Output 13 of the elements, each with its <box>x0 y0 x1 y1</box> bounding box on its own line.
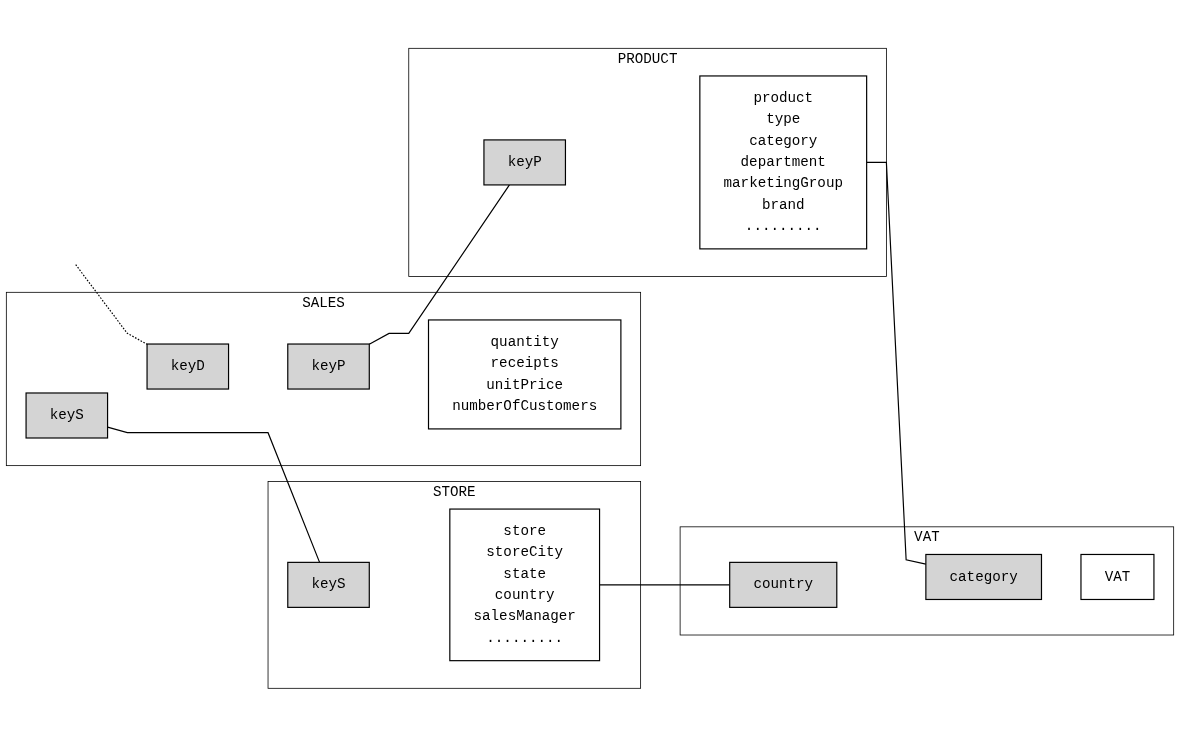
node-box: product type category department marketingGroup brand ......... <box>699 75 868 250</box>
connector <box>75 263 148 345</box>
node-box: category <box>925 553 1043 600</box>
node-box: keyP <box>287 343 370 390</box>
node-box: quantity receipts unitPrice numberOfCustomers <box>427 319 622 430</box>
node-box: VAT <box>1080 553 1155 600</box>
node-box: keyS <box>287 561 370 608</box>
node-box: keyD <box>146 343 230 390</box>
node-box: keyS <box>25 392 109 439</box>
connector <box>368 184 510 345</box>
node-box: store storeCity state country salesManager ......... <box>449 508 601 661</box>
node-box: keyP <box>483 139 567 186</box>
node-box: country <box>729 561 838 608</box>
